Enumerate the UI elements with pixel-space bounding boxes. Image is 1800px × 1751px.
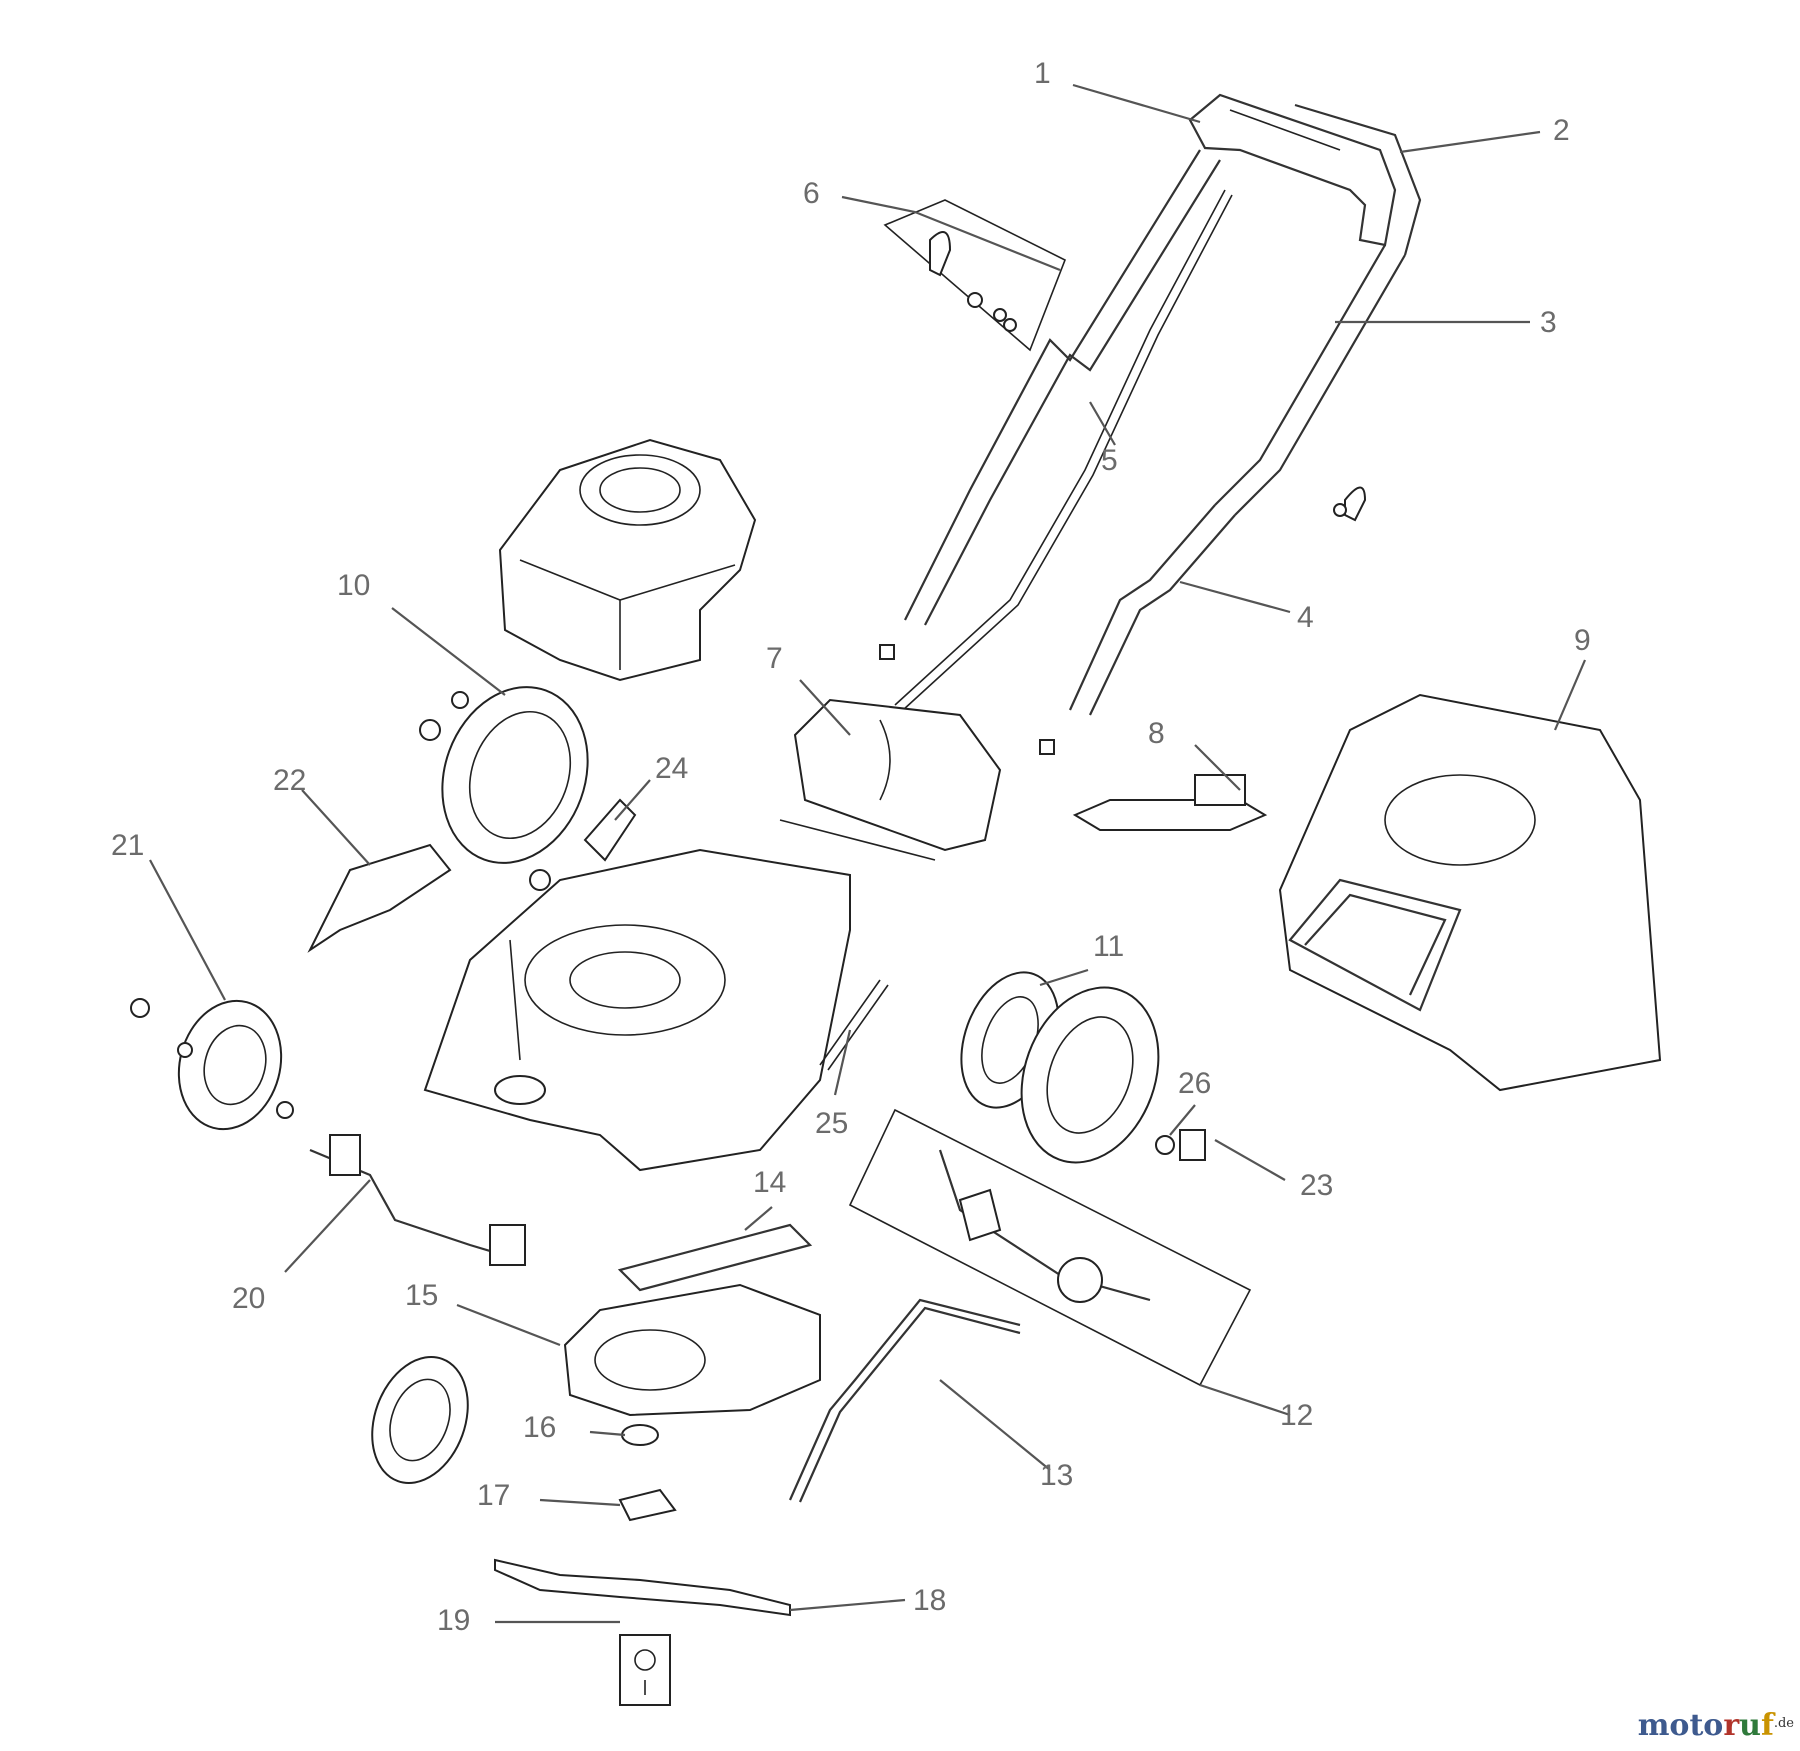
callout-13: 13 — [1040, 1459, 1073, 1492]
handle-upper-part — [1188, 93, 1422, 256]
leader-lines — [149, 83, 1587, 1624]
callout-17: 17 — [477, 1479, 510, 1512]
watermark-part-3: u — [1739, 1708, 1761, 1743]
blade-bolt — [619, 1634, 671, 1706]
cutting-blade — [494, 1558, 791, 1617]
tension-spring — [819, 979, 889, 1071]
callout-19: 19 — [437, 1604, 470, 1637]
handle-lower-right-bar — [1068, 504, 1236, 716]
site-watermark: motoruf.de — [1638, 1708, 1794, 1743]
handle-fixing-parts — [879, 199, 1367, 755]
front-wheel-right — [371, 1356, 469, 1484]
callout-10: 10 — [337, 569, 370, 602]
engine — [498, 438, 757, 682]
callout-9: 9 — [1574, 624, 1591, 657]
height-adjust-clip — [583, 798, 637, 862]
callout-22: 22 — [273, 764, 306, 797]
callout-24: 24 — [655, 752, 688, 785]
blade-holder — [618, 1488, 677, 1522]
callout-25: 25 — [815, 1107, 848, 1140]
callout-14: 14 — [753, 1166, 786, 1199]
rear-wheel-right — [1020, 986, 1206, 1164]
callout-6: 6 — [803, 177, 820, 210]
handle-right-bar — [1214, 244, 1406, 516]
callout-3: 3 — [1540, 306, 1557, 339]
belt-cover — [563, 1283, 821, 1417]
drive-lever — [788, 1298, 1021, 1503]
front-axle — [309, 1134, 526, 1266]
callout-26: 26 — [1178, 1067, 1211, 1100]
gearbox-assembly — [848, 1108, 1252, 1387]
bowden-cable — [894, 189, 1233, 711]
rear-cover — [779, 698, 1002, 861]
callout-4: 4 — [1297, 601, 1314, 634]
callout-20: 20 — [232, 1282, 265, 1315]
watermark-part-4: f — [1760, 1708, 1774, 1743]
callout-numbers: 1 2 3 4 5 6 7 8 9 10 11 12 13 14 15 16 1… — [111, 57, 1591, 1637]
callout-1: 1 — [1034, 57, 1051, 90]
callout-23: 23 — [1300, 1169, 1333, 1202]
grass-catcher-bag — [1278, 693, 1662, 1092]
watermark-part-2: r — [1723, 1708, 1740, 1743]
callout-8: 8 — [1148, 717, 1165, 750]
callout-11: 11 — [1093, 930, 1124, 963]
callout-5: 5 — [1101, 444, 1118, 477]
callout-7: 7 — [766, 642, 783, 675]
handle-left-bar — [904, 149, 1221, 626]
callout-16: 16 — [523, 1411, 556, 1444]
callout-12: 12 — [1280, 1399, 1313, 1432]
front-wheel-left — [130, 998, 294, 1131]
callout-15: 15 — [405, 1279, 438, 1312]
side-discharge-flap — [307, 843, 452, 953]
mower-deck — [423, 848, 851, 1172]
callout-2: 2 — [1553, 114, 1570, 147]
rear-wheel-left — [419, 686, 589, 891]
watermark-part-1: moto — [1637, 1708, 1724, 1743]
watermark-tld: .de — [1773, 1716, 1794, 1731]
mulching-plug — [1072, 774, 1268, 831]
blade-adapter — [621, 1424, 659, 1446]
callout-18: 18 — [913, 1584, 946, 1617]
callout-21: 21 — [111, 829, 144, 862]
drive-belt — [617, 1223, 813, 1292]
